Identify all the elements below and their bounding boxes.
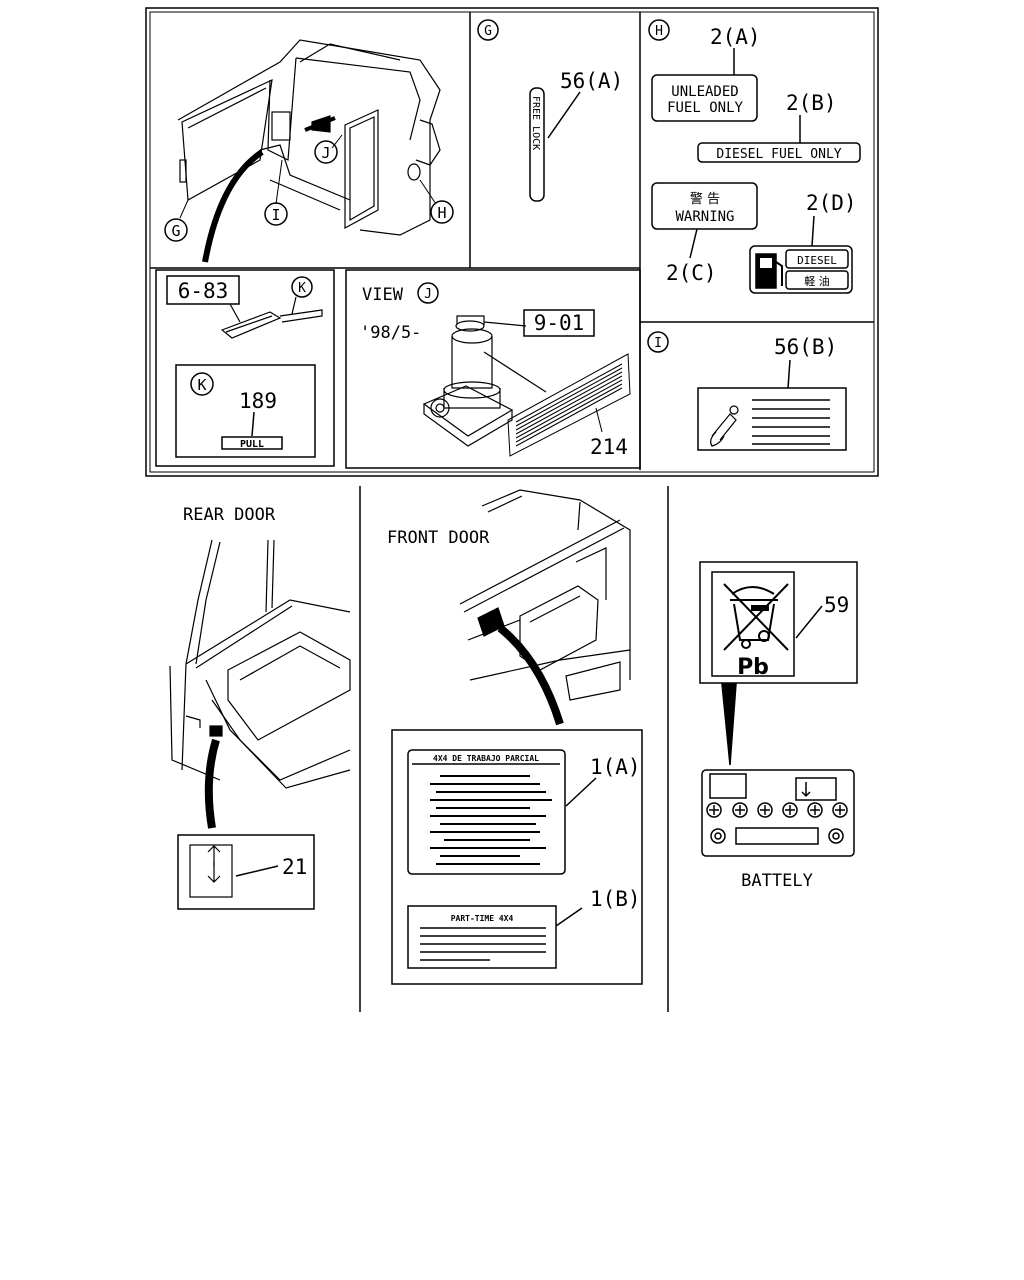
label-56b [697,387,847,451]
battery-drawing [701,769,855,857]
vehicle-rear-drawing [177,39,441,263]
label-1a [407,749,566,875]
callout-g-2: G [484,24,492,39]
hand-tool-icon [710,405,739,447]
part-189: 189 [239,389,277,413]
unleaded-line-1: UNLEADED [671,84,738,100]
label-1a-title: 4X4 DE TRABAJO PARCIAL [433,754,539,763]
diesel-jp-label [749,245,853,294]
part-1b: 1(B) [590,887,641,911]
jack-drawing [422,315,547,447]
part-2d: 2(D) [806,191,857,215]
diesel-fuel-only-text: DIESEL FUEL ONLY [716,147,841,162]
label-59-box [699,561,858,684]
callout-i-2: I [654,336,662,351]
detail-k-box [155,269,335,467]
rear-door-heading: REAR DOOR [183,505,276,525]
top-frame [145,7,879,477]
recycle-bin-icon [723,583,789,651]
date-label: '98/5- [360,323,421,343]
diesel-jp-text: 軽 油 [804,274,830,288]
part-21: 21 [282,855,307,879]
callout-h: H [437,204,446,222]
pointer-arrow [721,683,737,766]
label-1b [407,905,557,969]
part-56b: 56(B) [774,335,837,359]
unleaded-label [651,74,758,122]
label-1b-title: PART-TIME 4X4 [451,914,514,923]
pull-label: PULL [240,439,264,450]
rear-door-drawing [169,539,351,829]
callout-g-circle [164,218,188,242]
diesel-fuel-only-label [697,142,861,163]
callout-k-2: K [197,376,206,394]
battery-caps [706,802,848,818]
callout-k: K [298,281,306,296]
callout-j: J [321,144,330,162]
view-j-box [345,269,641,469]
front-door-drawing [459,489,631,726]
part-1a: 1(A) [590,755,641,779]
pb-text: Pb [737,655,769,680]
ref-6-83: 6-83 [178,279,229,303]
free-lock-label [529,87,545,202]
label-214-drawing [507,353,631,457]
release-lever-drawing [220,296,323,339]
warning-jp-text: 警 告 [690,191,720,207]
part-2c: 2(C) [666,261,717,285]
label-1a-text-lines [430,775,552,865]
part-56a: 56(A) [560,69,623,93]
warning-label [651,182,758,230]
fuel-pump-icon [755,253,783,289]
view-label: VIEW [362,285,404,305]
unleaded-line-2: FUEL ONLY [667,100,743,116]
warning-text: WARNING [675,209,734,225]
part-59: 59 [824,593,849,617]
front-door-labels-box [391,729,643,985]
part-2a: 2(A) [710,25,761,49]
part-2b: 2(B) [786,91,837,115]
battery-heading: BATTELY [741,871,813,891]
part-214: 214 [590,435,628,459]
callout-j-2: J [424,287,432,302]
free-lock-text: FREE LOCK [530,96,541,150]
callout-g: G [171,222,180,240]
callout-h-2: H [655,24,663,39]
callout-i: I [271,206,280,224]
diesel-text: DIESEL [797,254,837,267]
front-door-heading: FRONT DOOR [387,528,490,548]
label-21-box [177,834,315,910]
ref-9-01: 9-01 [534,311,585,335]
